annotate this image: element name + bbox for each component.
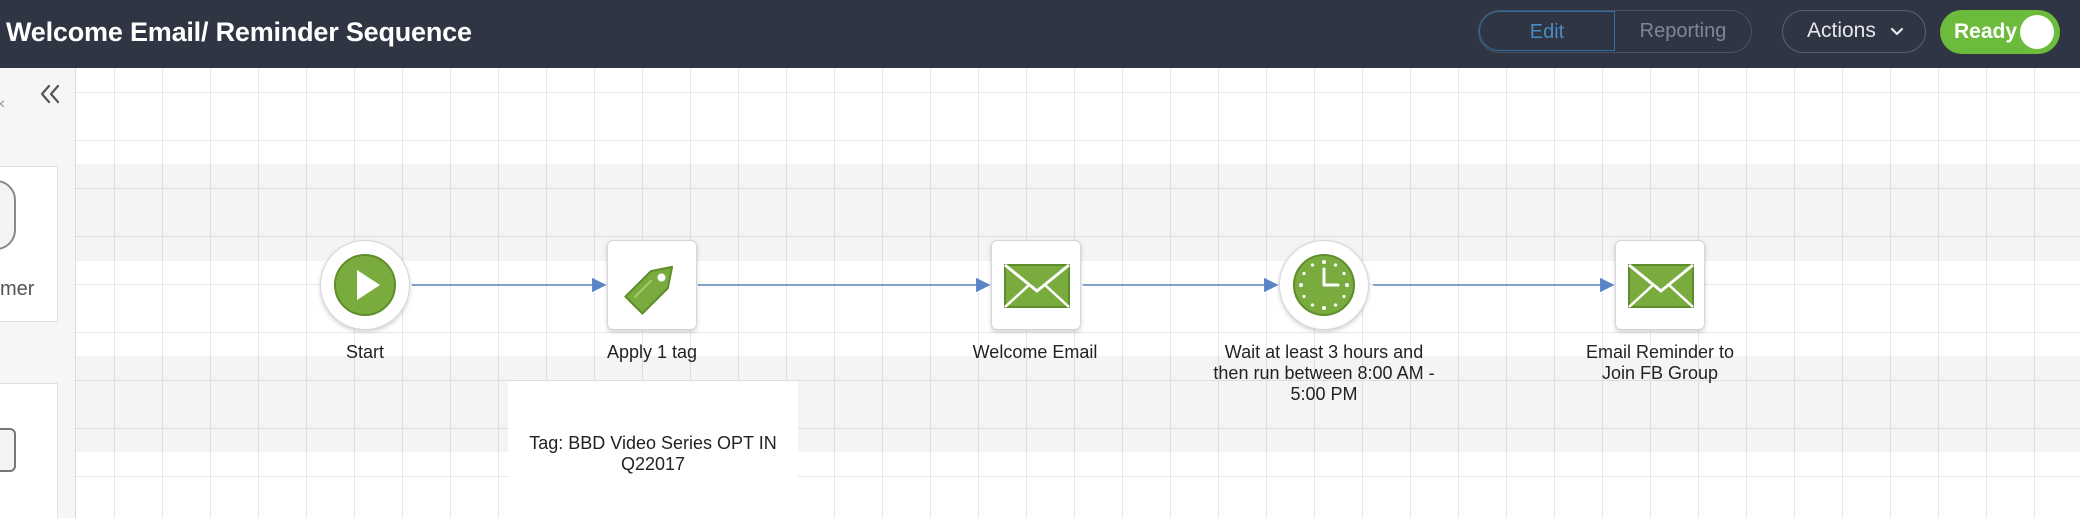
start-node[interactable] bbox=[320, 240, 410, 330]
ready-label: Ready bbox=[1954, 20, 2018, 43]
actions-button[interactable]: Actions bbox=[1782, 10, 1926, 53]
node-label: Wait at least 3 hours and then run betwe… bbox=[1213, 342, 1435, 404]
envelope-icon bbox=[1628, 263, 1694, 308]
canvas-band bbox=[76, 356, 2080, 452]
double-chevron-left-icon[interactable] bbox=[38, 82, 62, 106]
element-sidebar: × mer bbox=[0, 68, 76, 518]
chevron-down-icon bbox=[1890, 27, 1904, 36]
page-title: Welcome Email/ Reminder Sequence bbox=[6, 17, 472, 47]
welcome-email-node[interactable] bbox=[991, 240, 1081, 330]
view-toggle: Edit Reporting bbox=[1478, 10, 1752, 53]
node-label: Email Reminder to Join FB Group bbox=[1585, 342, 1735, 383]
sequence-canvas[interactable] bbox=[76, 68, 2080, 518]
ready-toggle[interactable]: Ready bbox=[1940, 10, 2060, 54]
element-icon bbox=[0, 180, 16, 250]
play-icon bbox=[334, 254, 396, 316]
clock-icon bbox=[1293, 254, 1355, 316]
sidebar-card-label: mer bbox=[0, 278, 35, 300]
close-icon[interactable]: × bbox=[0, 96, 5, 114]
apply-tag-node[interactable] bbox=[607, 240, 697, 330]
top-bar: Welcome Email/ Reminder Sequence Edit Re… bbox=[0, 0, 2080, 68]
element-icon bbox=[0, 428, 16, 472]
tab-reporting[interactable]: Reporting bbox=[1639, 20, 1727, 42]
actions-label: Actions bbox=[1807, 19, 1876, 42]
tag-icon bbox=[624, 265, 674, 315]
node-label: Apply 1 tag bbox=[606, 342, 698, 362]
node-label: Welcome Email bbox=[972, 342, 1098, 362]
tag-details-note: Tag: BBD Video Series OPT IN Q22017 bbox=[508, 381, 798, 518]
envelope-icon bbox=[1004, 263, 1070, 308]
tab-edit[interactable]: Edit bbox=[1479, 11, 1615, 51]
email-reminder-node[interactable] bbox=[1615, 240, 1705, 330]
toggle-knob bbox=[2020, 15, 2054, 49]
wait-timer-node[interactable] bbox=[1279, 240, 1369, 330]
tag-details-text: Tag: BBD Video Series OPT IN Q22017 bbox=[529, 433, 777, 474]
node-label: Start bbox=[345, 342, 384, 362]
